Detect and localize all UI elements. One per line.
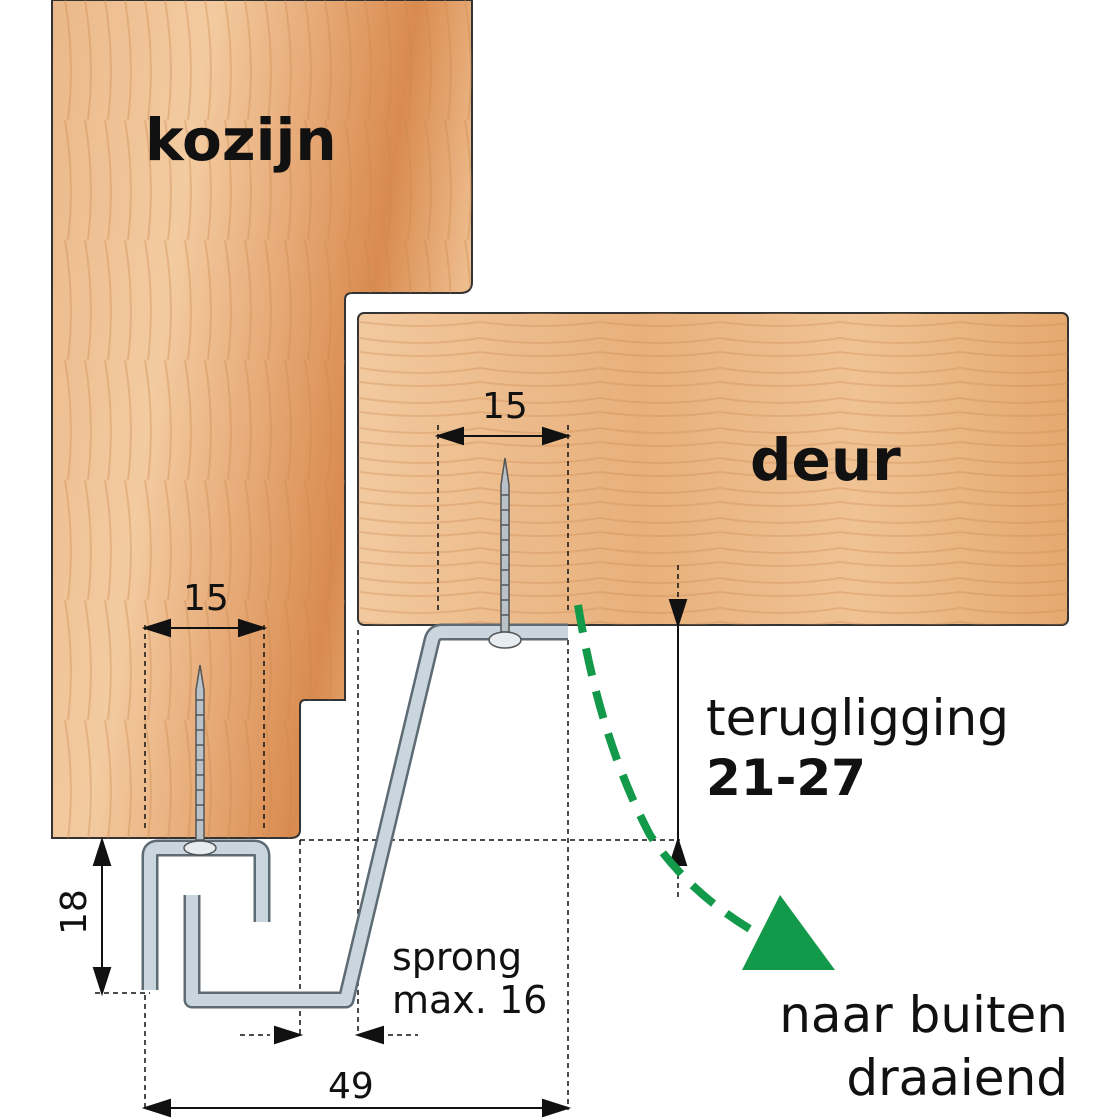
opening-direction-arrow (574, 604, 835, 970)
direction-label-line2: draaiend (846, 1049, 1068, 1107)
frame-label: kozijn (145, 106, 337, 174)
door-screw-dimension: 15 (482, 386, 528, 427)
setback-label: terugligging (706, 689, 1009, 747)
screw-icon (488, 457, 522, 649)
total-width-dimension: 49 (328, 1066, 374, 1107)
door-wood (357, 312, 1069, 626)
offset-label: sprong (392, 935, 522, 979)
dimension-guides (95, 425, 680, 1110)
frame-screw-dimension: 15 (183, 578, 229, 619)
screw-icon (183, 664, 217, 856)
door-label: deur (750, 426, 901, 494)
setback-value: 21-27 (706, 749, 866, 807)
dimension-arrows (92, 426, 688, 1118)
direction-label-line1: naar buiten (779, 986, 1068, 1044)
height-dimension: 18 (54, 889, 95, 935)
offset-value: max. 16 (392, 978, 547, 1022)
